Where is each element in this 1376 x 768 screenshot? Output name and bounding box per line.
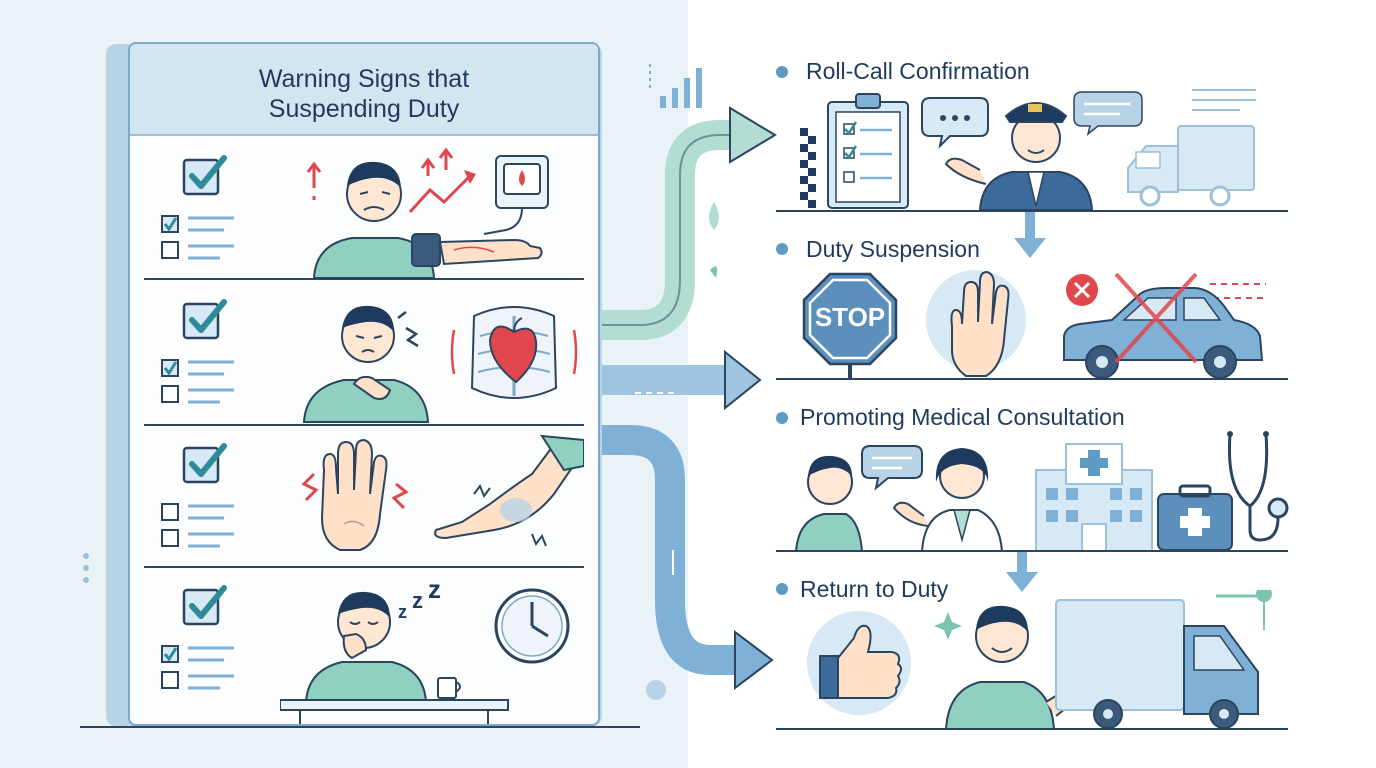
row-divider [144, 278, 584, 280]
document-header: Warning Signs that Suspending Duty [130, 44, 598, 136]
flow-arrows [600, 106, 777, 691]
warning-sign-row-blood-pressure [144, 142, 584, 280]
raised-hand-icon [926, 270, 1026, 377]
warning-sign-row-numbness [144, 430, 584, 568]
return-to-duty-bullet [776, 583, 788, 595]
decorative-circle [646, 680, 666, 700]
stop-sign-icon [802, 272, 898, 380]
chest-pain-icon [302, 305, 578, 423]
medical-consultation-bullet [776, 412, 788, 424]
blood-pressure-rise-icon [306, 147, 549, 278]
roll-call-bullet [776, 66, 788, 78]
consultation-floor-line [776, 550, 1288, 552]
checklist-icon [161, 443, 234, 548]
row-divider [144, 424, 584, 426]
drowsiness-icon: z z z [280, 578, 570, 724]
suspension-floor-line [776, 378, 1288, 380]
return-to-duty-illustration [934, 590, 1272, 730]
warning-sign-row-drowsiness: z z z [144, 572, 584, 724]
stop-sign-text: STOP [814, 302, 886, 332]
return-to-duty-title: Return to Duty [800, 576, 949, 602]
arrow-to-return [600, 425, 740, 675]
duty-suspension-bullet [776, 243, 788, 255]
roll-call-illustration [800, 89, 1256, 210]
warning-sign-row-chest-pain [144, 288, 584, 426]
warning-signs-document: Warning Signs that Suspending Duty [128, 42, 600, 726]
checklist-icon [161, 299, 234, 404]
down-arrow-icon-2 [1006, 552, 1038, 592]
decorative-splash [709, 202, 719, 278]
checklist-icon [161, 155, 234, 260]
svg-text:z: z [398, 602, 407, 622]
roll-call-title: Roll-Call Confirmation [806, 58, 1030, 84]
return-floor-line [776, 728, 1288, 730]
svg-text:z: z [412, 588, 423, 613]
medical-consultation-illustration [794, 431, 1289, 552]
decorative-dots [83, 553, 89, 583]
thumbs-up-icon [807, 611, 911, 715]
document-title: Warning Signs that Suspending Duty [258, 65, 470, 123]
duty-suspension-title: Duty Suspension [806, 236, 980, 262]
no-driving-car-icon [1063, 272, 1266, 379]
medical-consultation-title: Promoting Medical Consultation [800, 404, 1125, 430]
checklist-icon [161, 585, 234, 690]
bar-chart-icon [649, 64, 702, 108]
svg-text:z: z [428, 578, 441, 604]
roll-call-floor-line [776, 210, 1288, 212]
row-divider [144, 566, 584, 568]
numbness-icon [301, 434, 584, 551]
down-arrow-icon [1014, 212, 1046, 258]
left-floor-line [80, 726, 640, 728]
